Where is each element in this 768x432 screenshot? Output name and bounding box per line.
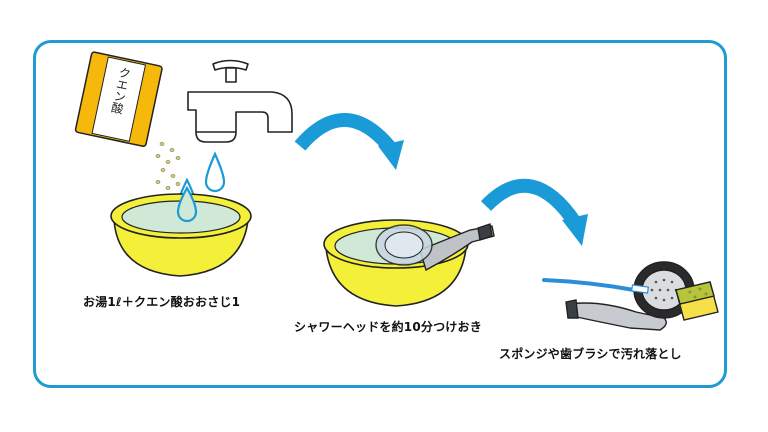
step-1-caption: お湯1ℓ＋クエン酸おおさじ1 <box>83 295 241 309</box>
water-drop-icon <box>176 185 198 223</box>
citric-acid-package: クエン酸 <box>74 51 163 147</box>
sponge-icon <box>675 281 719 321</box>
toothbrush-icon <box>542 278 650 294</box>
step-2-caption: シャワーヘッドを約10分つけおき <box>294 320 482 334</box>
shower-head-icon <box>375 223 495 272</box>
step-3-caption: スポンジや歯ブラシで汚れ落とし <box>499 347 682 361</box>
shower-head-icon <box>565 261 695 331</box>
powder-grains <box>155 142 181 198</box>
curved-arrow-icon <box>480 178 588 246</box>
faucet-icon <box>187 59 293 143</box>
curved-arrow-icon <box>294 113 404 170</box>
